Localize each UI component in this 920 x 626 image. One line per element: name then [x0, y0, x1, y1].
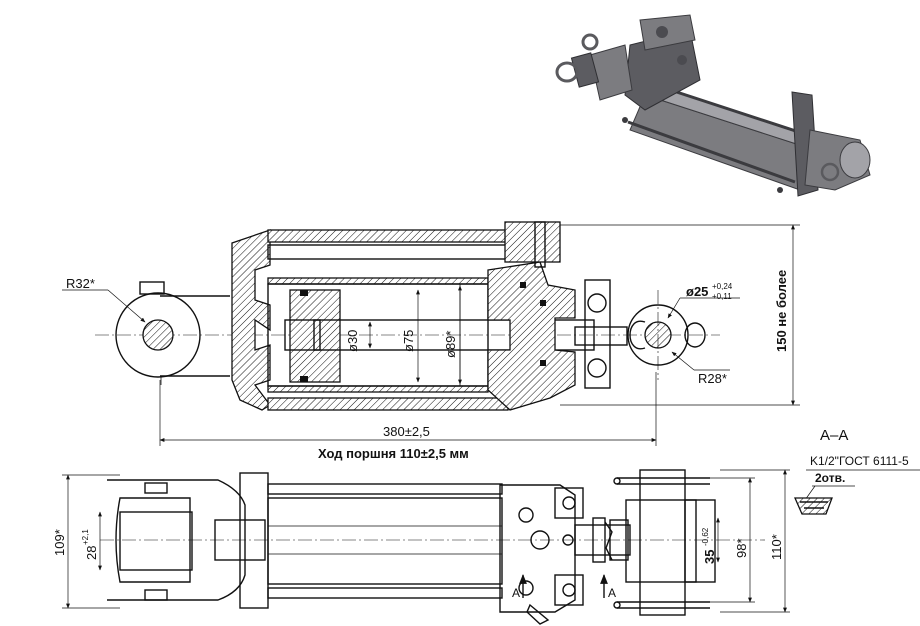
radius-pin-label: R28*: [698, 371, 727, 386]
width-98-label: 98*: [734, 538, 749, 558]
piston-stroke-label: Ход поршня 110±2,5 мм: [318, 446, 469, 461]
width-110-label: 110*: [769, 534, 784, 560]
pin-diameter-label: ø25: [686, 284, 708, 299]
section-mark-right: A: [608, 586, 616, 600]
radius-eye-label: R32*: [66, 276, 95, 291]
section-view: R32* R28* ø30 ø75 ø89* ø25 +0,24 +0,11 1…: [62, 221, 800, 461]
pin-tolerance-upper: +0,24: [712, 282, 733, 291]
clevis-35-label: 35: [702, 550, 717, 564]
port-holes-label: 2отв.: [815, 471, 845, 485]
max-height-label: 150 не более: [774, 270, 789, 352]
width-109-label: 109*: [52, 529, 67, 556]
width-28-tolerance: +2,1: [81, 529, 90, 545]
section-a-a: A–A K1/2"ГОСТ 6111-5 2отв.: [794, 427, 920, 515]
piston-diameter-label: ø75: [401, 330, 416, 352]
cylinder-render-3d: [555, 14, 871, 197]
bore-diameter-label: ø89*: [443, 331, 458, 358]
port-thread-label: K1/2"ГОСТ 6111-5: [810, 454, 909, 468]
clevis-35-tolerance: -0,62: [701, 527, 710, 546]
top-view: A A 109* 28 +2,1 35 -0,62 98* 110*: [52, 469, 790, 625]
rod-diameter-label: ø30: [345, 330, 360, 352]
section-mark-left: A: [512, 586, 520, 600]
overall-length-label: 380±2,5: [383, 424, 430, 439]
section-title: A–A: [820, 427, 848, 444]
width-28-label: 28: [84, 546, 99, 560]
pin-tolerance-lower: +0,11: [712, 292, 732, 301]
